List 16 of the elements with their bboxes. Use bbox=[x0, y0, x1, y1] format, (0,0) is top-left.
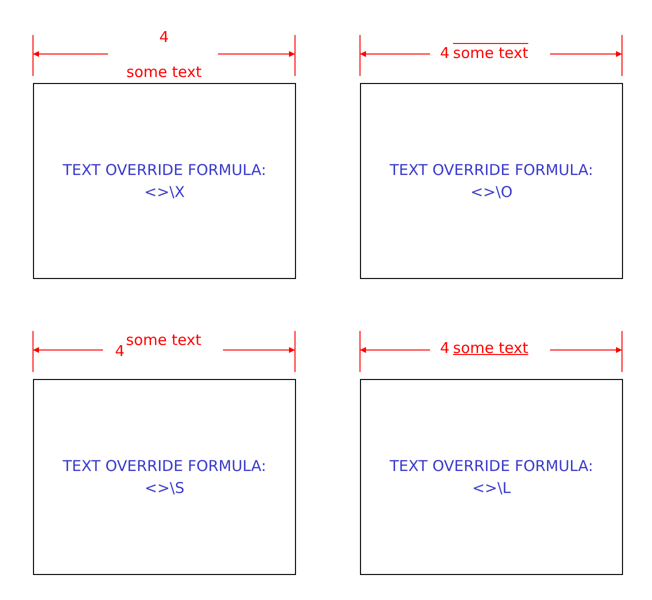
dimension-value: 4 bbox=[159, 28, 169, 46]
dimension-value: 4 bbox=[440, 44, 450, 62]
formula-text: TEXT OVERRIDE FORMULA: <>\S bbox=[62, 456, 268, 499]
drawing-frame bbox=[33, 83, 296, 279]
drawing-frame bbox=[33, 379, 296, 575]
dimension-text: some text bbox=[453, 44, 528, 62]
drawing-frame bbox=[360, 83, 623, 279]
formula-text: TEXT OVERRIDE FORMULA: <>\X bbox=[62, 160, 268, 203]
dimension-text: some text bbox=[453, 339, 528, 357]
dimension-text: some text bbox=[126, 331, 202, 349]
formula-text: TEXT OVERRIDE FORMULA: <>\O bbox=[388, 160, 594, 203]
dimension-value: 4 bbox=[115, 342, 125, 360]
drawing-frame bbox=[360, 379, 623, 575]
dimension-text: some text bbox=[126, 63, 202, 81]
dimension-value: 4 bbox=[440, 339, 450, 357]
formula-text: TEXT OVERRIDE FORMULA: <>\L bbox=[388, 456, 594, 499]
